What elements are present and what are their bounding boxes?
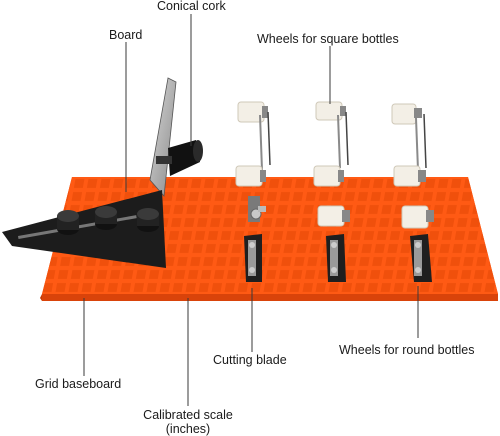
label-grid-baseboard: Grid baseboard xyxy=(35,377,122,391)
label-board: Board xyxy=(109,28,143,42)
round-bottle-wheels xyxy=(317,205,434,229)
square-bottle-wheels xyxy=(235,101,427,187)
label-cutting-blade: Cutting blade xyxy=(213,353,287,367)
board-sheet xyxy=(149,77,177,197)
leader-lines xyxy=(83,14,419,406)
conical-cork xyxy=(156,140,203,176)
label-calibrated-scale-line2: (inches) xyxy=(165,422,211,436)
label-calibrated-scale: Calibrated scale (inches) xyxy=(140,408,236,436)
label-calibrated-scale-line1: Calibrated scale xyxy=(143,408,233,422)
cutting-blade xyxy=(248,196,266,222)
slider-plates xyxy=(244,234,432,282)
triangle-plate xyxy=(2,190,166,268)
label-conical-cork: Conical cork xyxy=(157,0,226,13)
label-wheels-round-bottles: Wheels for round bottles xyxy=(339,343,475,357)
label-wheels-square-bottles: Wheels for square bottles xyxy=(257,32,399,46)
